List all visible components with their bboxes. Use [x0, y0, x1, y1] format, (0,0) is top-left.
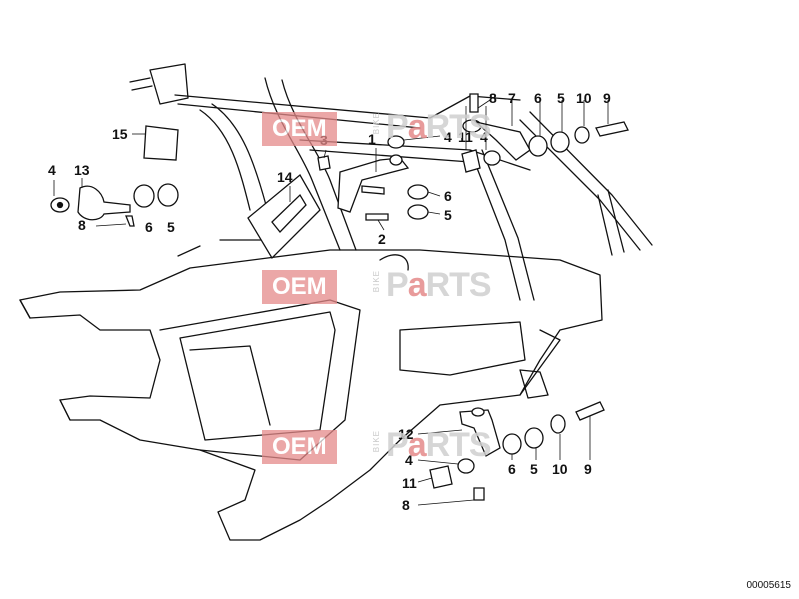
bracket-1 — [337, 157, 410, 213]
callout-6-right: 6 — [534, 90, 542, 106]
callout-14: 14 — [277, 169, 293, 185]
rubber-6-lower — [502, 433, 522, 455]
plate-15 — [143, 125, 179, 161]
callout-8-lower: 8 — [402, 497, 410, 513]
parts-lower-right — [429, 401, 605, 501]
callout-12: 12 — [398, 426, 414, 442]
bolt-9-top — [595, 121, 629, 137]
callout-10-top: 10 — [576, 90, 592, 106]
watermark-parts: PaRTS — [386, 108, 492, 146]
leader-lines — [53, 99, 609, 506]
callout-11-lower: 11 — [402, 475, 417, 491]
bolt-8-top — [469, 93, 479, 113]
callout-8-left: 8 — [78, 217, 86, 233]
clip-11-top — [461, 149, 481, 173]
watermark-bike: BIKE — [372, 112, 381, 135]
parts-center — [247, 135, 429, 260]
washer-4-right — [483, 150, 501, 166]
watermark-oem: OEM — [262, 112, 337, 146]
callout-4-center: 4 — [444, 129, 452, 145]
bolt-center — [361, 185, 385, 195]
rubber-6-right — [528, 135, 548, 157]
bolt-9-lower — [575, 401, 605, 421]
callout-4-right: 4 — [480, 129, 488, 145]
callout-5-lower: 5 — [530, 461, 538, 477]
bracket-7 — [473, 120, 531, 161]
parts-upper-right — [461, 93, 629, 173]
rubber-6-center — [407, 184, 429, 200]
callout-6-left: 6 — [145, 219, 153, 235]
bushing-5-center — [407, 204, 429, 220]
rail-end-cap — [149, 63, 189, 105]
callout-10-lower: 10 — [552, 461, 568, 477]
callout-9-lower: 9 — [584, 461, 592, 477]
bolt-2 — [365, 213, 389, 221]
bushing-5-left — [157, 183, 179, 207]
callout-labels: 15 4 13 6 5 8 14 3 1 4 6 5 2 8 7 6 5 10 … — [48, 90, 611, 513]
callout-4-left: 4 — [48, 162, 56, 178]
bracket-12 — [459, 409, 501, 457]
callout-4-lower: 4 — [405, 452, 413, 468]
footrest — [519, 369, 549, 399]
callout-6-lower: 6 — [508, 461, 516, 477]
callout-5-left: 5 — [167, 219, 175, 235]
callout-2: 2 — [378, 231, 386, 247]
bushing-5-lower — [524, 427, 544, 449]
nut-3 — [317, 155, 331, 171]
callout-1: 1 — [368, 131, 376, 147]
bushing-5-right — [550, 131, 570, 153]
callout-11-top: 11 — [458, 129, 473, 145]
rubber-6-left — [133, 184, 155, 208]
callout-15: 15 — [112, 126, 128, 142]
washer-4-center — [387, 135, 405, 149]
callout-5-right: 5 — [557, 90, 565, 106]
callout-13: 13 — [74, 162, 90, 178]
bolt-8-lower — [473, 487, 485, 501]
callout-7: 7 — [508, 90, 516, 106]
parts-upper-left — [50, 125, 179, 227]
washer-4-lower — [457, 458, 475, 474]
washer-10-top — [574, 126, 590, 144]
frame-drawing — [19, 63, 653, 541]
clip-11-lower — [429, 465, 453, 489]
bolt-8-left — [125, 215, 135, 227]
callout-9-top: 9 — [603, 90, 611, 106]
callout-5-center: 5 — [444, 207, 452, 223]
washer-10-lower — [550, 414, 566, 434]
callout-6-center: 6 — [444, 188, 452, 204]
bracket-14 — [247, 174, 321, 260]
callout-8-top: 8 — [489, 90, 497, 106]
bracket-13 — [77, 185, 131, 221]
diagram-reference-number: 00005615 — [746, 580, 792, 591]
